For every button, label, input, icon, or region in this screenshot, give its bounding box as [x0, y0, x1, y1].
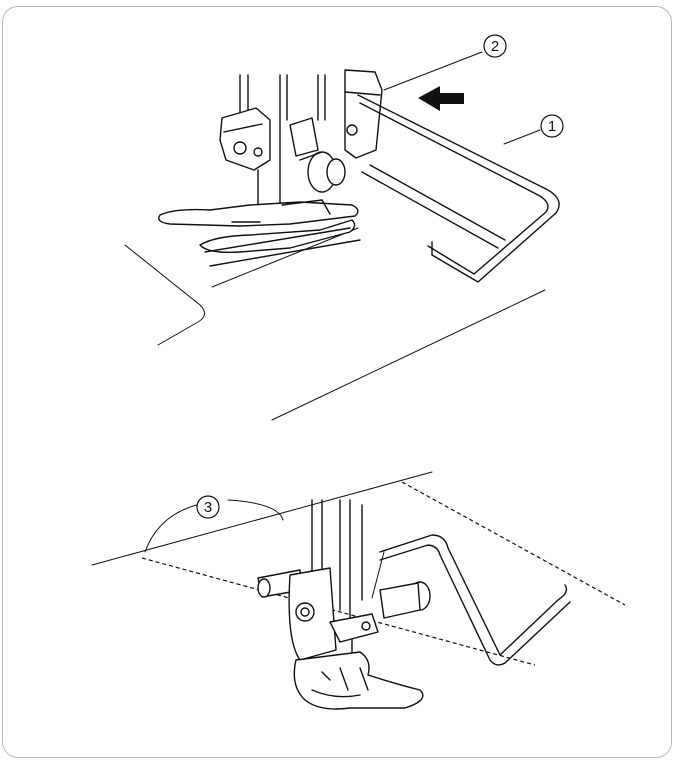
push-direction-arrow-icon: [418, 86, 464, 111]
bottom-illustration: 3: [91, 471, 626, 710]
fabric-edge-bottom: [91, 471, 433, 566]
presser-foot-top: [158, 199, 361, 267]
callout-2: 2: [483, 34, 507, 58]
callout-3: 3: [196, 495, 220, 519]
presser-foot-bottom: [293, 651, 424, 710]
screw-top: [289, 117, 346, 193]
svg-text:1: 1: [548, 118, 556, 135]
presser-holder-top: [219, 107, 271, 171]
fabric-top: [124, 227, 546, 421]
svg-text:3: 3: [204, 499, 212, 516]
svg-text:2: 2: [491, 38, 499, 55]
quilting-guide-bar: [357, 94, 560, 283]
callout-1: 1: [540, 114, 564, 138]
presser-holder-bottom: [288, 567, 379, 661]
quilting-guide-bar-bottom: [379, 534, 571, 666]
quilting-guide-holder: [344, 69, 383, 159]
screw-bottom: [257, 569, 431, 619]
seam-line-right: [401, 481, 626, 606]
seam-line-left: [141, 557, 536, 666]
top-illustration: 2 1: [124, 34, 564, 421]
